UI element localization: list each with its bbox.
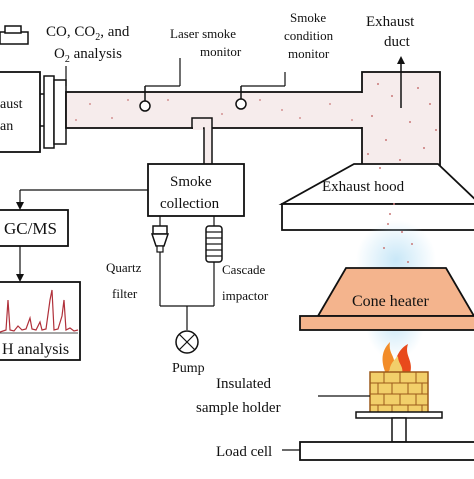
quartz-filter bbox=[150, 225, 170, 253]
cone-heater-base bbox=[299, 315, 474, 331]
quartz-filter-label-2: filter bbox=[112, 286, 138, 301]
load-cell-label: Load cell bbox=[216, 444, 272, 460]
instrument-cap bbox=[4, 25, 22, 34]
gcms-label: GC/MS bbox=[4, 219, 57, 238]
gas-analysis-label-1: CO, CO2, and bbox=[46, 24, 130, 43]
cascade-impactor-label-1: Cascade bbox=[222, 262, 266, 277]
load-cell-platform bbox=[299, 441, 474, 461]
exhaust-hood-label: Exhaust hood bbox=[322, 179, 405, 195]
smoke-condition-label-1: Smoke bbox=[290, 10, 326, 25]
exhaust-hood-body bbox=[278, 163, 474, 205]
cone-heater-label: Cone heater bbox=[352, 293, 430, 310]
cone-heater-body bbox=[316, 267, 474, 317]
insulated-holder-label-1: Insulated bbox=[216, 376, 271, 392]
holder-plate bbox=[355, 411, 443, 419]
quartz-filter-label-1: Quartz bbox=[106, 260, 142, 275]
smoke-condition-sensor bbox=[235, 98, 247, 110]
chromatogram-trace bbox=[0, 289, 79, 333]
laser-monitor-label-1: Laser smoke bbox=[170, 26, 236, 41]
duct-flange-right bbox=[53, 79, 67, 145]
duct-flange-left bbox=[43, 75, 55, 149]
gcms-box bbox=[0, 209, 69, 247]
laser-smoke-monitor-sensor bbox=[139, 100, 151, 112]
pah-analysis-label: H analysis bbox=[2, 341, 69, 358]
insulated-holder-label-2: sample holder bbox=[196, 400, 281, 416]
smoke-particles bbox=[75, 83, 437, 293]
cascade-impactor-label-2: impactor bbox=[222, 288, 269, 303]
exhaust-duct-label-2: duct bbox=[384, 34, 411, 50]
pump-label: Pump bbox=[172, 361, 205, 376]
instrument-stub bbox=[0, 31, 29, 45]
laser-monitor-label-2: monitor bbox=[200, 44, 242, 59]
gas-analysis-label-2: O2 analysis bbox=[54, 46, 122, 65]
smoke-collection-label-1: Smoke bbox=[170, 174, 212, 190]
exhaust-fan-box bbox=[0, 71, 41, 153]
exhaust-fan-label-2: an bbox=[0, 119, 13, 134]
cascade-impactor bbox=[205, 225, 223, 263]
smoke-collection-label-2: collection bbox=[160, 196, 220, 212]
smoke-collection-box bbox=[147, 163, 245, 217]
smoke-condition-label-3: monitor bbox=[288, 46, 330, 61]
exhaust-duct-label-1: Exhaust bbox=[366, 14, 415, 30]
load-cell-post bbox=[391, 417, 407, 443]
insulated-sample-holder bbox=[369, 371, 429, 417]
smoke-condition-label-2: condition bbox=[284, 28, 334, 43]
exhaust-fan-label-1: aust bbox=[0, 97, 23, 112]
horizontal-duct bbox=[65, 91, 363, 129]
